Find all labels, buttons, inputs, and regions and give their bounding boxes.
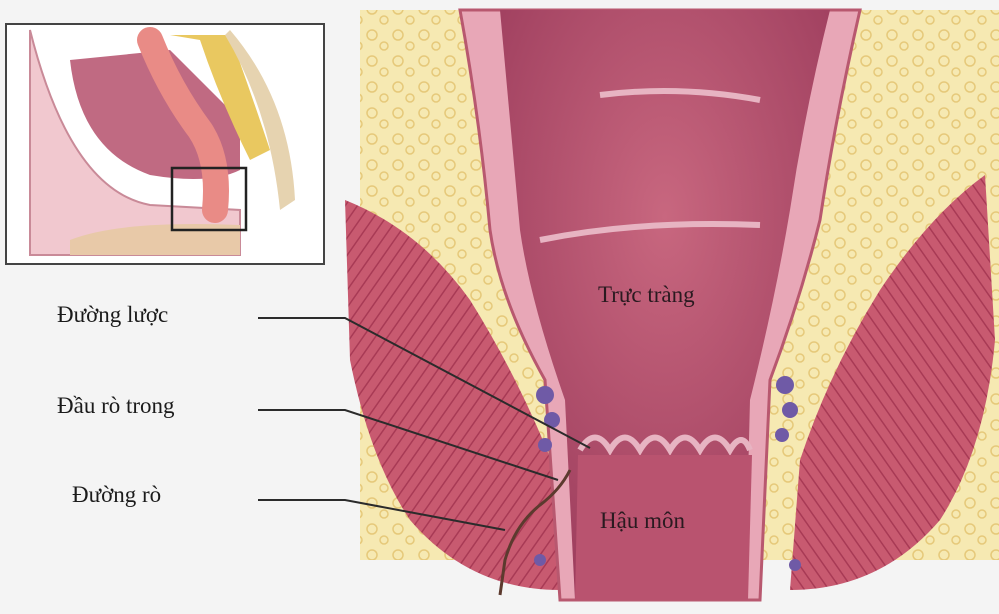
vessel <box>534 554 546 566</box>
label-duong-ro: Đường rò <box>72 482 161 508</box>
vessel <box>776 376 794 394</box>
label-truc-trang: Trực tràng <box>598 282 695 308</box>
label-duong-luoc: Đường lược <box>57 302 168 328</box>
vessel <box>782 402 798 418</box>
label-dau-ro-trong: Đầu rò trong <box>57 393 175 419</box>
vessel <box>775 428 789 442</box>
vessel <box>538 438 552 452</box>
label-hau-mon: Hậu môn <box>600 508 685 534</box>
inset-overview <box>6 24 324 264</box>
vessel <box>789 559 801 571</box>
vessel <box>536 386 554 404</box>
